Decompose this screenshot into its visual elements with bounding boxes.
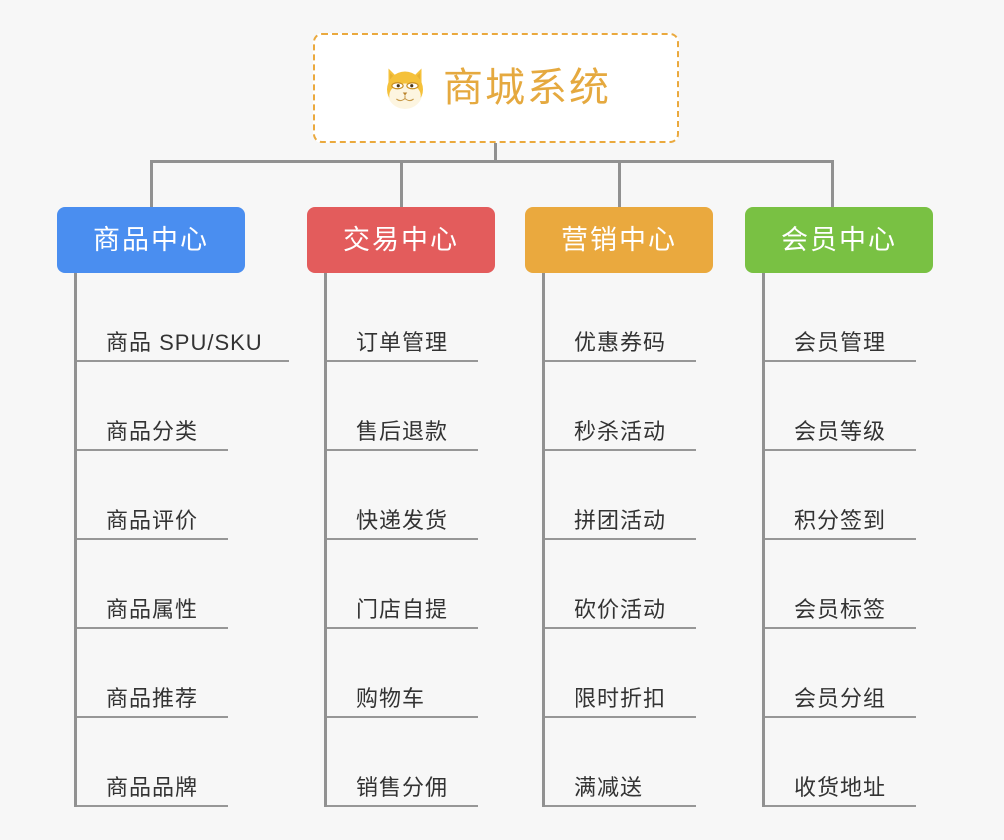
leaf-label: 商品分类 <box>106 418 199 444</box>
category-column-1: 商品中心 商品 SPU/SKU 商品分类 商品评价 商品属性 商品推荐 商品品牌 <box>57 207 289 807</box>
leaf-label: 商品品牌 <box>106 774 199 800</box>
leaf-label: 收货地址 <box>794 774 887 800</box>
leaf-label: 优惠券码 <box>574 329 667 355</box>
list-item[interactable]: 订单管理 <box>327 273 495 362</box>
category-header-1[interactable]: 商品中心 <box>57 207 245 273</box>
list-item[interactable]: 会员标签 <box>765 540 933 629</box>
category-column-4: 会员中心 会员管理 会员等级 积分签到 会员标签 会员分组 收货地址 <box>745 207 933 807</box>
connector-drop-2 <box>400 160 403 207</box>
root-node[interactable]: 商城系统 <box>313 33 679 143</box>
list-item[interactable]: 会员分组 <box>765 629 933 718</box>
leaf-list-3: 优惠券码 秒杀活动 拼团活动 砍价活动 限时折扣 满减送 <box>542 273 713 807</box>
category-column-2: 交易中心 订单管理 售后退款 快递发货 门店自提 购物车 销售分佣 <box>307 207 495 807</box>
category-label-3: 营销中心 <box>561 224 677 255</box>
connector-drop-1 <box>150 160 153 207</box>
leaf-label: 满减送 <box>574 774 644 800</box>
leaf-label: 商品 SPU/SKU <box>106 329 263 355</box>
category-header-4[interactable]: 会员中心 <box>745 207 933 273</box>
leaf-list-1: 商品 SPU/SKU 商品分类 商品评价 商品属性 商品推荐 商品品牌 <box>74 273 289 807</box>
category-label-2: 交易中心 <box>343 224 459 255</box>
leaf-label: 商品推荐 <box>106 685 199 711</box>
category-column-3: 营销中心 优惠券码 秒杀活动 拼团活动 砍价活动 限时折扣 满减送 <box>525 207 713 807</box>
leaf-label: 销售分佣 <box>356 774 449 800</box>
list-item[interactable]: 快递发货 <box>327 451 495 540</box>
list-item[interactable]: 商品品牌 <box>77 718 289 807</box>
list-item[interactable]: 会员管理 <box>765 273 933 362</box>
leaf-label: 会员管理 <box>794 329 887 355</box>
connector-drop-4 <box>831 160 834 207</box>
list-item[interactable]: 门店自提 <box>327 540 495 629</box>
list-item[interactable]: 会员等级 <box>765 362 933 451</box>
leaf-label: 订单管理 <box>356 329 449 355</box>
category-header-3[interactable]: 营销中心 <box>525 207 713 273</box>
leaf-label: 会员等级 <box>794 418 887 444</box>
list-item[interactable]: 售后退款 <box>327 362 495 451</box>
root-title: 商城系统 <box>443 66 611 110</box>
leaf-label: 门店自提 <box>356 596 449 622</box>
dog-face-icon <box>387 68 423 109</box>
leaf-list-2: 订单管理 售后退款 快递发货 门店自提 购物车 销售分佣 <box>324 273 495 807</box>
category-header-2[interactable]: 交易中心 <box>307 207 495 273</box>
leaf-label: 会员标签 <box>794 596 887 622</box>
list-item[interactable]: 商品 SPU/SKU <box>77 273 289 362</box>
list-item[interactable]: 拼团活动 <box>545 451 713 540</box>
list-item[interactable]: 商品推荐 <box>77 629 289 718</box>
category-label-1: 商品中心 <box>93 224 209 255</box>
leaf-label: 商品评价 <box>106 507 199 533</box>
list-item[interactable]: 秒杀活动 <box>545 362 713 451</box>
leaf-label: 限时折扣 <box>574 685 667 711</box>
list-item[interactable]: 优惠券码 <box>545 273 713 362</box>
list-item[interactable]: 商品评价 <box>77 451 289 540</box>
list-item[interactable]: 商品属性 <box>77 540 289 629</box>
list-item[interactable]: 限时折扣 <box>545 629 713 718</box>
leaf-label: 砍价活动 <box>574 596 667 622</box>
leaf-label: 快递发货 <box>356 507 449 533</box>
leaf-label: 会员分组 <box>794 685 887 711</box>
list-item[interactable]: 满减送 <box>545 718 713 807</box>
leaf-label: 购物车 <box>356 685 426 711</box>
leaf-label: 秒杀活动 <box>574 418 667 444</box>
leaf-label: 积分签到 <box>794 507 887 533</box>
leaf-label: 售后退款 <box>356 418 449 444</box>
connector-root-stem <box>494 143 497 162</box>
leaf-label: 商品属性 <box>106 596 199 622</box>
list-item[interactable]: 商品分类 <box>77 362 289 451</box>
list-item[interactable]: 积分签到 <box>765 451 933 540</box>
leaf-list-4: 会员管理 会员等级 积分签到 会员标签 会员分组 收货地址 <box>762 273 933 807</box>
connector-horizontal-bus <box>150 160 834 163</box>
list-item[interactable]: 砍价活动 <box>545 540 713 629</box>
leaf-label: 拼团活动 <box>574 507 667 533</box>
list-item[interactable]: 销售分佣 <box>327 718 495 807</box>
connector-drop-3 <box>618 160 621 207</box>
category-label-4: 会员中心 <box>781 224 897 255</box>
list-item[interactable]: 购物车 <box>327 629 495 718</box>
list-item[interactable]: 收货地址 <box>765 718 933 807</box>
